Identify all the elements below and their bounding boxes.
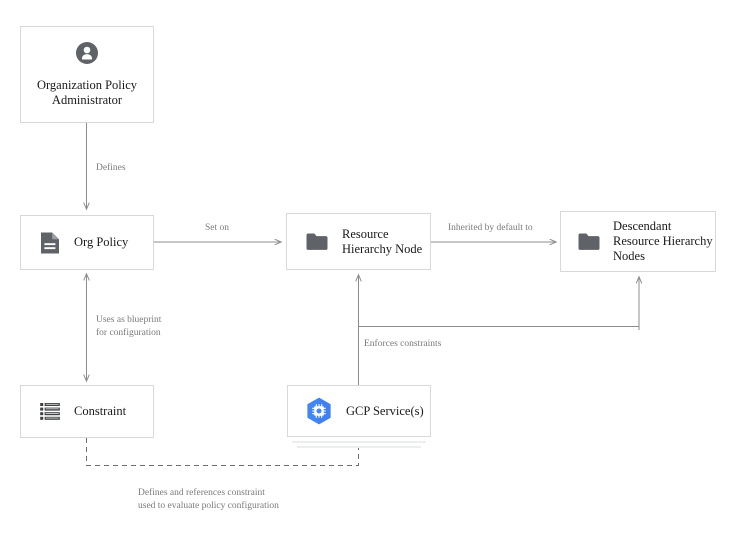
edge-label-defines-and-references: Defines and references constraint used t… (138, 488, 279, 511)
list-rows-icon (39, 401, 61, 423)
edge-label-inherited-by-default-to: Inherited by default to (448, 223, 533, 233)
person-icon (75, 41, 99, 65)
node-descendant-resource-hierarchy-nodes[interactable]: Descendant Resource Hierarchy Nodes (560, 211, 716, 272)
node-label: Organization Policy Administrator (36, 78, 138, 107)
node-constraint[interactable]: Constraint (20, 385, 154, 438)
gcp-services-stack-layer-2 (297, 446, 421, 448)
node-gcp-services[interactable]: GCP Service(s) (287, 385, 431, 437)
folder-icon (577, 232, 601, 252)
node-label: Constraint (74, 404, 127, 418)
folder-icon (305, 232, 329, 252)
node-label: Org Policy (74, 235, 129, 249)
gcp-services-stack-layer-1 (292, 441, 426, 443)
connector-enforces-constraints (359, 275, 640, 385)
node-label: Descendant Resource Hierarchy Nodes (613, 219, 713, 263)
edge-label-uses-as-blueprint: Uses as blueprint for configuration (96, 315, 162, 338)
gcp-hexagon-chip-icon (304, 396, 334, 426)
node-org-policy-administrator[interactable]: Organization Policy Administrator (20, 26, 154, 123)
node-org-policy[interactable]: Org Policy (20, 215, 154, 270)
edge-label-set-on: Set on (205, 223, 230, 233)
node-label: GCP Service(s) (346, 403, 424, 418)
edge-label-enforces-constraints: Enforces constraints (364, 339, 442, 349)
edge-label-defines: Defines (96, 163, 126, 173)
node-resource-hierarchy-node[interactable]: Resource Hierarchy Node (286, 213, 431, 270)
document-icon (39, 231, 61, 255)
node-label: Resource Hierarchy Node (342, 226, 423, 256)
